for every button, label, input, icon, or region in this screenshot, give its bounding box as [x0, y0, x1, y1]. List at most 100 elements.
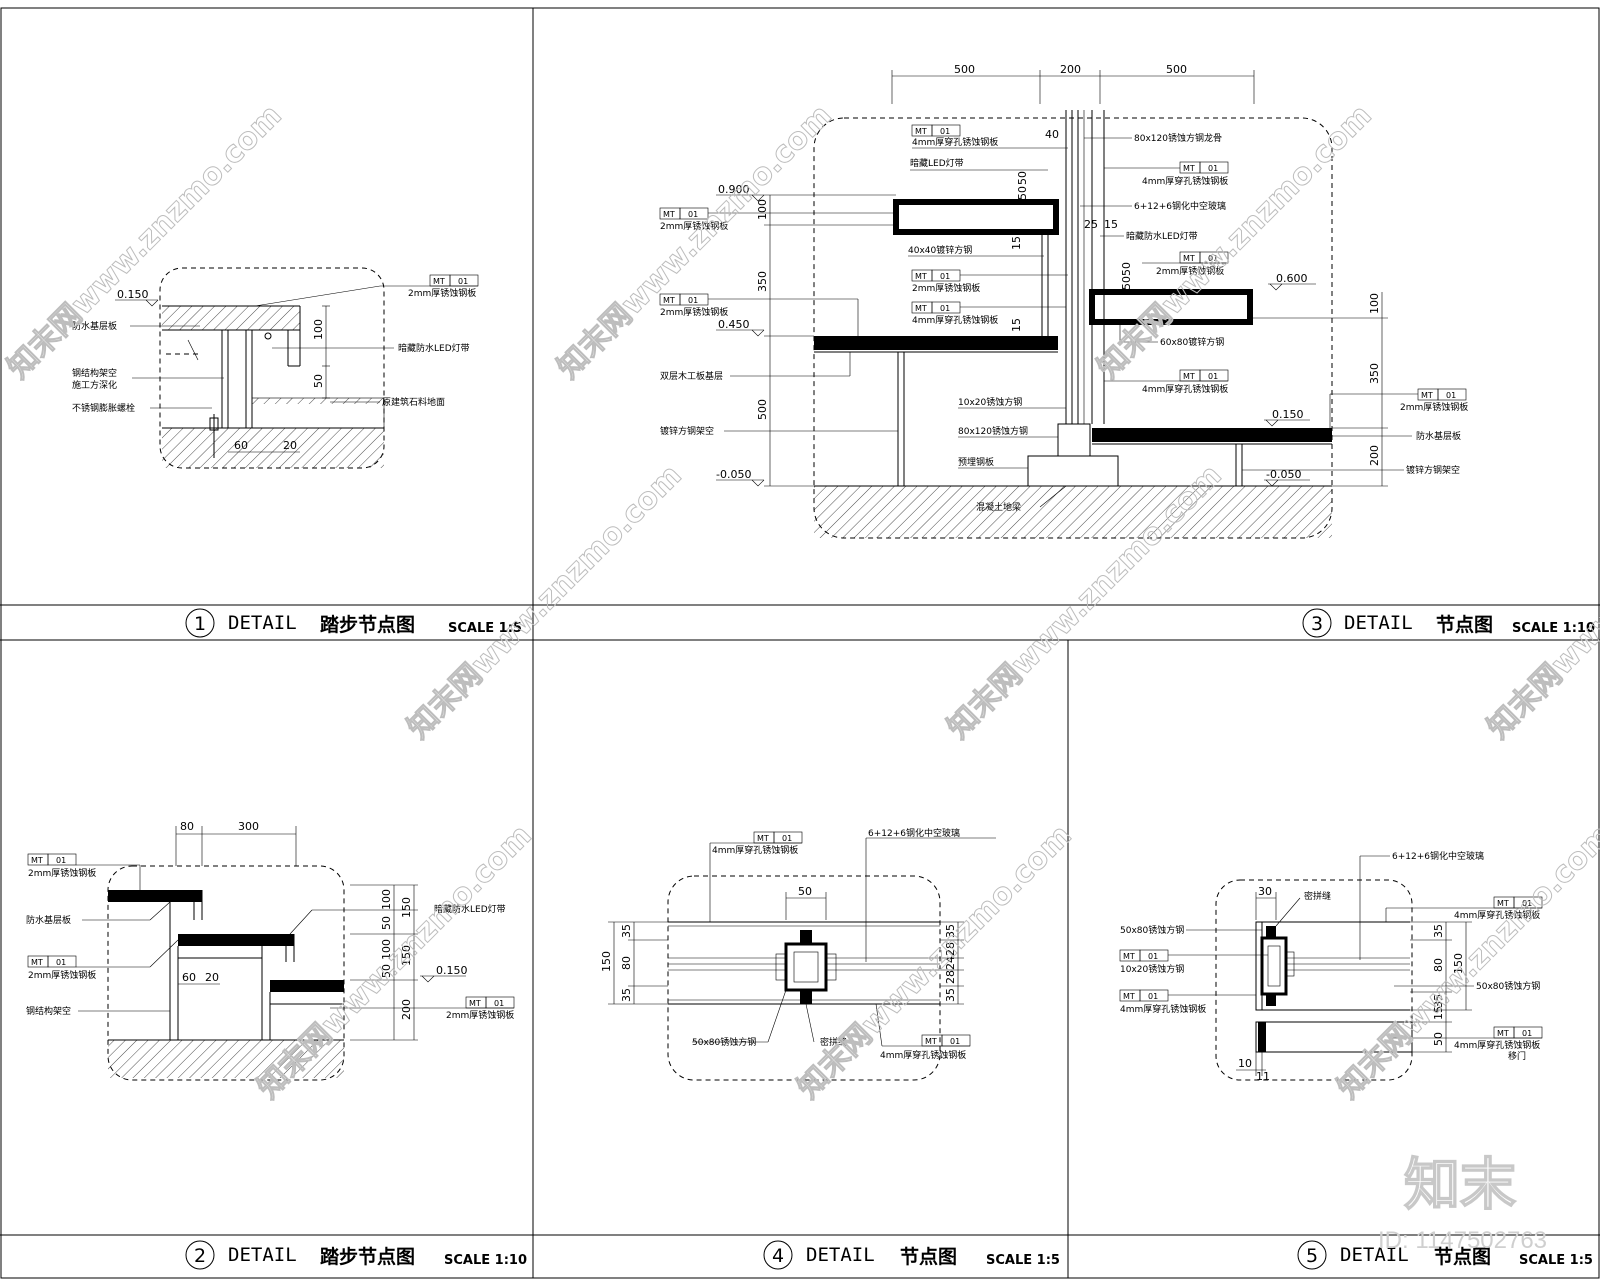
- note: 2mm厚锈蚀钢板: [408, 287, 476, 299]
- note: 4mm厚穿孔锈蚀钢板: [1120, 1003, 1206, 1015]
- material-tag: MT 01 4mm厚穿孔锈蚀钢板: [1104, 161, 1229, 187]
- dimension-top: 80 300: [175, 820, 297, 866]
- dim-label: 350: [756, 271, 769, 292]
- note: 2mm厚锈蚀钢板: [912, 282, 980, 294]
- material-tag: MT 01 2mm厚锈蚀钢板: [27, 853, 141, 890]
- note: 50x80锈蚀方钢: [1120, 924, 1184, 936]
- note: 暗藏防水LED灯带: [1126, 230, 1198, 242]
- dim-label: 50: [380, 916, 393, 930]
- dim-label: 50: [1432, 1032, 1445, 1046]
- dimension-bottom: 10 11: [1236, 1052, 1270, 1083]
- note: 50x80锈蚀方钢: [1476, 980, 1540, 992]
- dim-label: 35: [1432, 924, 1445, 938]
- level-label: 0.600: [1276, 272, 1308, 285]
- material-tag: MT 01 2mm厚锈蚀钢板: [330, 996, 515, 1021]
- dimension-top: 50: [785, 885, 827, 920]
- tag-type: MT: [1497, 1029, 1509, 1038]
- dim-label: 60: [234, 439, 248, 452]
- dim-label: 50: [1016, 171, 1029, 185]
- dimension-right: 35 28 24 28 35: [940, 921, 964, 1005]
- tag-type: MT: [433, 277, 445, 286]
- material-tag: MT 01 4mm厚穿孔锈蚀钢板: [1119, 989, 1256, 1015]
- tag-code: 01: [1522, 899, 1532, 908]
- dim-label: 100: [312, 319, 325, 340]
- tag-code: 01: [782, 834, 792, 843]
- tag-type: MT: [1123, 992, 1135, 1001]
- note: 2mm厚锈蚀钢板: [660, 306, 728, 318]
- detail-3-annotations: 500 200 500 0.900 0.450 -0.050 0.600 0.1…: [659, 63, 1468, 513]
- dim-label: 500: [756, 399, 769, 420]
- dim-label: 35: [1432, 994, 1445, 1008]
- tag-code: 01: [494, 999, 504, 1008]
- tag-type: MT: [1497, 899, 1509, 908]
- dimension-right: 100 50 100 50 150 150 200: [350, 884, 418, 1041]
- note: 6+12+6钢化中空玻璃: [1392, 850, 1484, 862]
- tag-code: 01: [688, 210, 698, 219]
- detail-3-drawing: [813, 110, 1333, 539]
- dim-label: 50: [1120, 276, 1133, 290]
- dim-label: 15: [1010, 236, 1023, 250]
- dim-label: 50: [1120, 262, 1133, 276]
- note: 2mm厚锈蚀钢板: [1400, 401, 1468, 413]
- note: 镀锌方钢架空: [1406, 464, 1460, 476]
- panel-detail-word: DETAIL: [806, 1244, 875, 1266]
- level-label: 0.450: [718, 318, 750, 331]
- watermark-logo: 知末: [1404, 1153, 1516, 1218]
- note: 暗藏防水LED灯带: [434, 903, 506, 915]
- note: 混凝土地梁: [976, 501, 1021, 513]
- dimension-vertical: 100 50: [312, 305, 330, 399]
- dim-label: 200: [400, 999, 413, 1020]
- note: 2mm厚锈蚀钢板: [1156, 265, 1224, 277]
- note: 4mm厚穿孔锈蚀钢板: [712, 844, 798, 856]
- level-mark: 0.150: [420, 964, 468, 983]
- panel-name: 节点图: [1436, 614, 1493, 636]
- tag-type: MT: [915, 127, 927, 136]
- dimension-right: 100 350 200: [1250, 292, 1388, 487]
- detail-5-annotations: 30 6+12+6钢化中空玻璃 密拼缝 MT 01 4mm厚穿孔锈蚀钢板 50x…: [1119, 850, 1543, 1083]
- dim-label: 40: [1045, 128, 1059, 141]
- panel-number: 4: [772, 1245, 784, 1267]
- dimension-top: 30: [1255, 885, 1277, 920]
- tag-code: 01: [1208, 164, 1218, 173]
- tag-code: 01: [1208, 254, 1218, 263]
- dimension-left: 35 80 35 150: [600, 921, 668, 1005]
- panel-title-4: 4 DETAIL 节点图 SCALE 1:5: [763, 1240, 1060, 1270]
- tag-type: MT: [915, 304, 927, 313]
- sheet-frame: [0, 7, 1600, 1279]
- dim-label: 150: [400, 945, 413, 966]
- panel-title-5: 5 DETAIL 节点图 SCALE 1:5: [1297, 1240, 1593, 1270]
- panel-number: 3: [1311, 613, 1323, 635]
- dimension-top: 500 200 500: [891, 63, 1255, 104]
- tag-type: MT: [663, 296, 675, 305]
- material-tag: MT 01 10x20锈蚀方钢: [1119, 949, 1268, 975]
- tag-type: MT: [1183, 254, 1195, 263]
- tag-code: 01: [458, 277, 468, 286]
- note: 钢结构架空: [72, 367, 117, 379]
- panel-scale: SCALE 1:10: [1512, 621, 1595, 636]
- note: 密拼缝: [820, 1036, 847, 1048]
- watermark-text: 知末网www.znzmo.com: [791, 818, 1079, 1106]
- tag-code: 01: [56, 958, 66, 967]
- panel-detail-word: DETAIL: [228, 612, 297, 634]
- level-label: 0.150: [436, 964, 468, 977]
- note: 移门: [1508, 1050, 1526, 1062]
- material-tag: MT 01 2mm厚锈蚀钢板: [1329, 388, 1468, 428]
- note: 暗藏防水LED灯带: [398, 342, 470, 354]
- tag-code: 01: [940, 127, 950, 136]
- dim-label: 11: [1256, 1070, 1270, 1083]
- dim-label: 25: [1084, 218, 1098, 231]
- panel-detail-word: DETAIL: [228, 1244, 297, 1266]
- tag-type: MT: [1183, 372, 1195, 381]
- detail-2-annotations: 80 300 MT 01 2mm厚锈蚀钢板 防水基层板 MT 01 2mm厚锈蚀…: [26, 820, 515, 1041]
- level-label: -0.050: [716, 468, 751, 481]
- material-tag: MT 01 4mm厚穿孔锈蚀钢板: [875, 1003, 971, 1061]
- detail-4-annotations: 50 MT 01 4mm厚穿孔锈蚀钢板 6+12+6钢化中空玻璃 50x80锈蚀…: [600, 827, 996, 1061]
- inner-dims: 40 50 50 25 15 15 15 50 50: [1010, 128, 1133, 332]
- dim-label: 35: [944, 988, 957, 1002]
- dim-label: 350: [1368, 363, 1381, 384]
- note: 暗藏LED灯带: [910, 157, 964, 169]
- watermark-layer: 知末网www.znzmo.com 知末网www.znzmo.com 知末网www…: [0, 97, 1600, 1254]
- dim-label: 80: [180, 820, 194, 833]
- material-tag: MT 01 4mm厚穿孔锈蚀钢板: [911, 301, 1066, 326]
- note: 6+12+6钢化中空玻璃: [1134, 200, 1226, 212]
